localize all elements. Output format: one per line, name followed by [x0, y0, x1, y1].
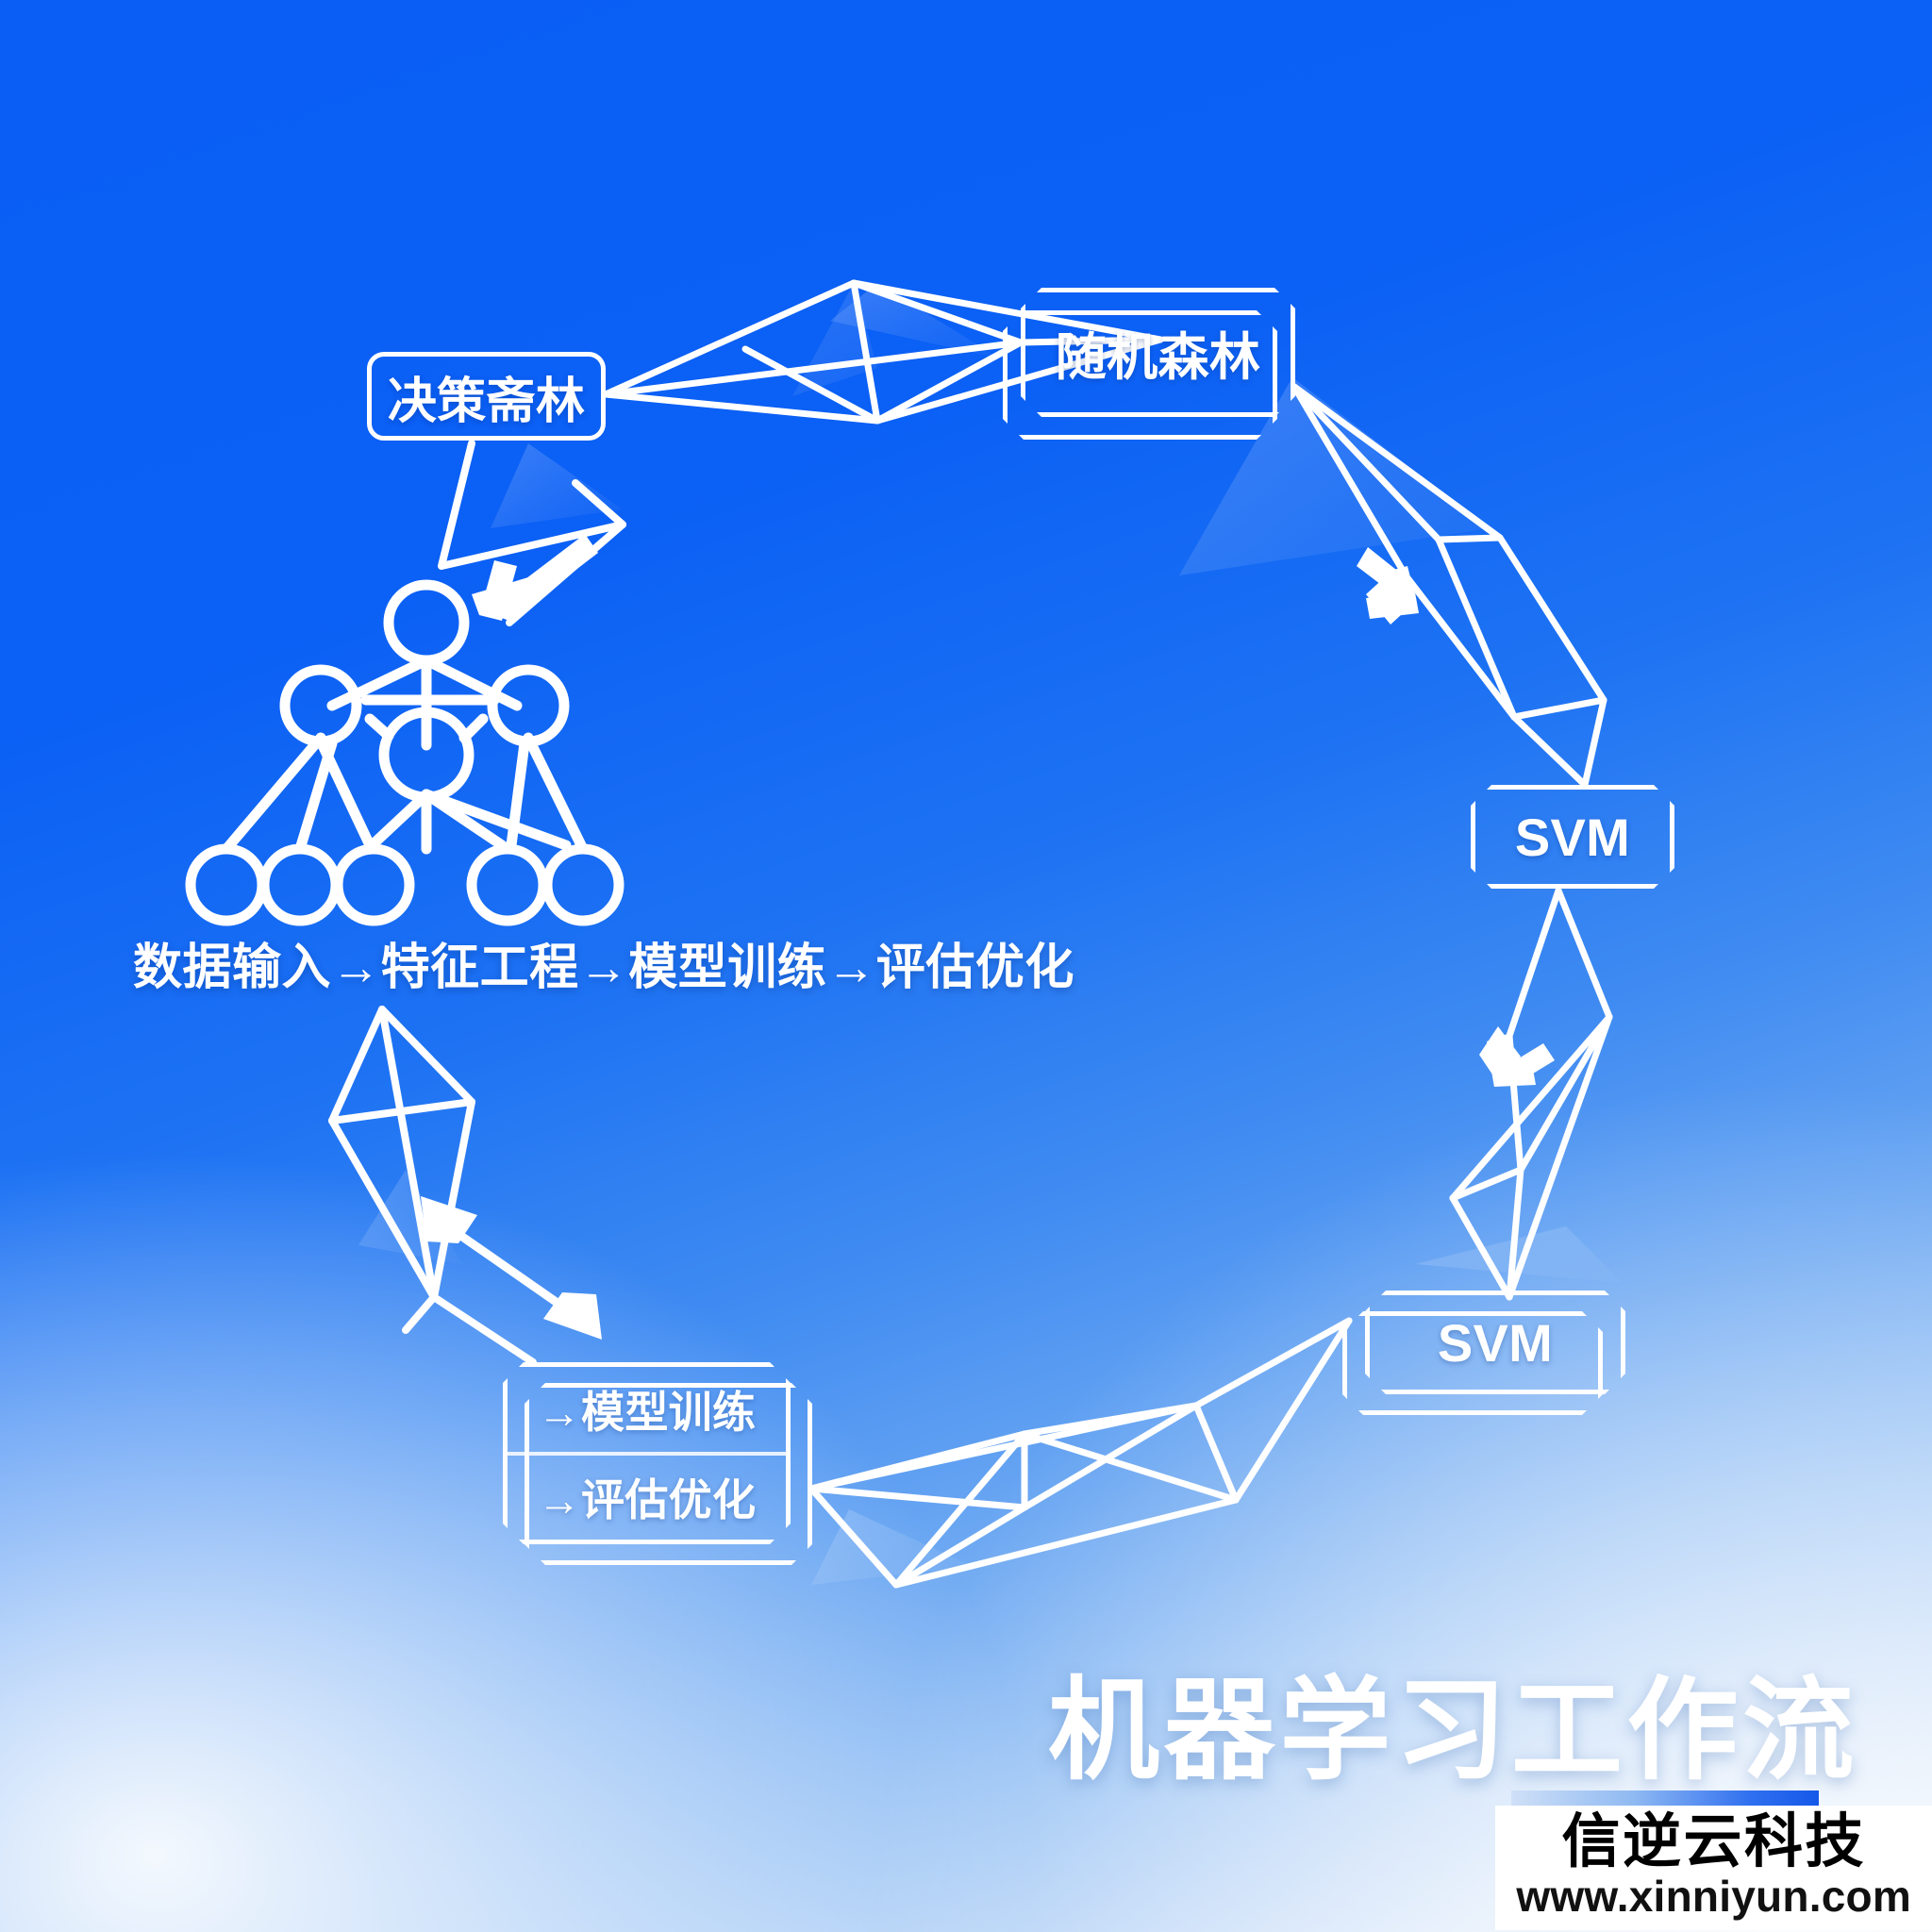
svm-bottom-label: SVM	[1437, 1312, 1554, 1373]
pipeline-text: 数据输入→特征工程→模型训练→评估优化	[133, 941, 1074, 995]
random-forest-label: 随机森林	[1055, 329, 1261, 386]
node-svm-right[interactable]: SVM	[1471, 785, 1674, 889]
steps-row-evaluation: →评估优化	[537, 1475, 757, 1525]
steps-box-shadow	[525, 1383, 812, 1565]
mesh-bottom	[808, 1317, 1353, 1589]
mesh-top	[602, 279, 1164, 425]
page-title: 机器学习工作流	[1047, 1669, 1858, 1793]
watermark-url: www.xinniyun.com	[1516, 1872, 1911, 1922]
node-svm-bottom[interactable]: SVM	[1365, 1291, 1625, 1394]
node-steps-box[interactable]: →模型训练 →评估优化	[503, 1362, 791, 1544]
arrow-forest-to-svm	[1357, 547, 1419, 625]
decision-tree-graph	[185, 579, 625, 926]
watermark-accent-bar	[1511, 1790, 1819, 1807]
mesh-left-kite	[328, 1006, 537, 1366]
arrow-svm-down	[1479, 1026, 1555, 1087]
arrow-to-tree	[472, 534, 598, 621]
svm-right-label: SVM	[1514, 807, 1631, 867]
arrow-bidirectional	[421, 1196, 602, 1340]
watermark-block: 信逆云科技 www.xinniyun.com	[1495, 1806, 1932, 1930]
steps-row-model-training: →模型训练	[508, 1367, 786, 1456]
watermark-company: 信逆云科技	[1561, 1809, 1866, 1874]
node-random-forest[interactable]: 随机森林	[1021, 288, 1295, 417]
mesh-right-lower	[1449, 887, 1613, 1301]
mesh-right	[1291, 383, 1607, 789]
random-forest-box-shadow	[1003, 310, 1277, 440]
svm-bottom-box-shadow	[1342, 1311, 1603, 1415]
node-decision-tree[interactable]: 决策斋林	[367, 352, 606, 441]
decision-tree-label: 决策斋林	[387, 374, 586, 429]
